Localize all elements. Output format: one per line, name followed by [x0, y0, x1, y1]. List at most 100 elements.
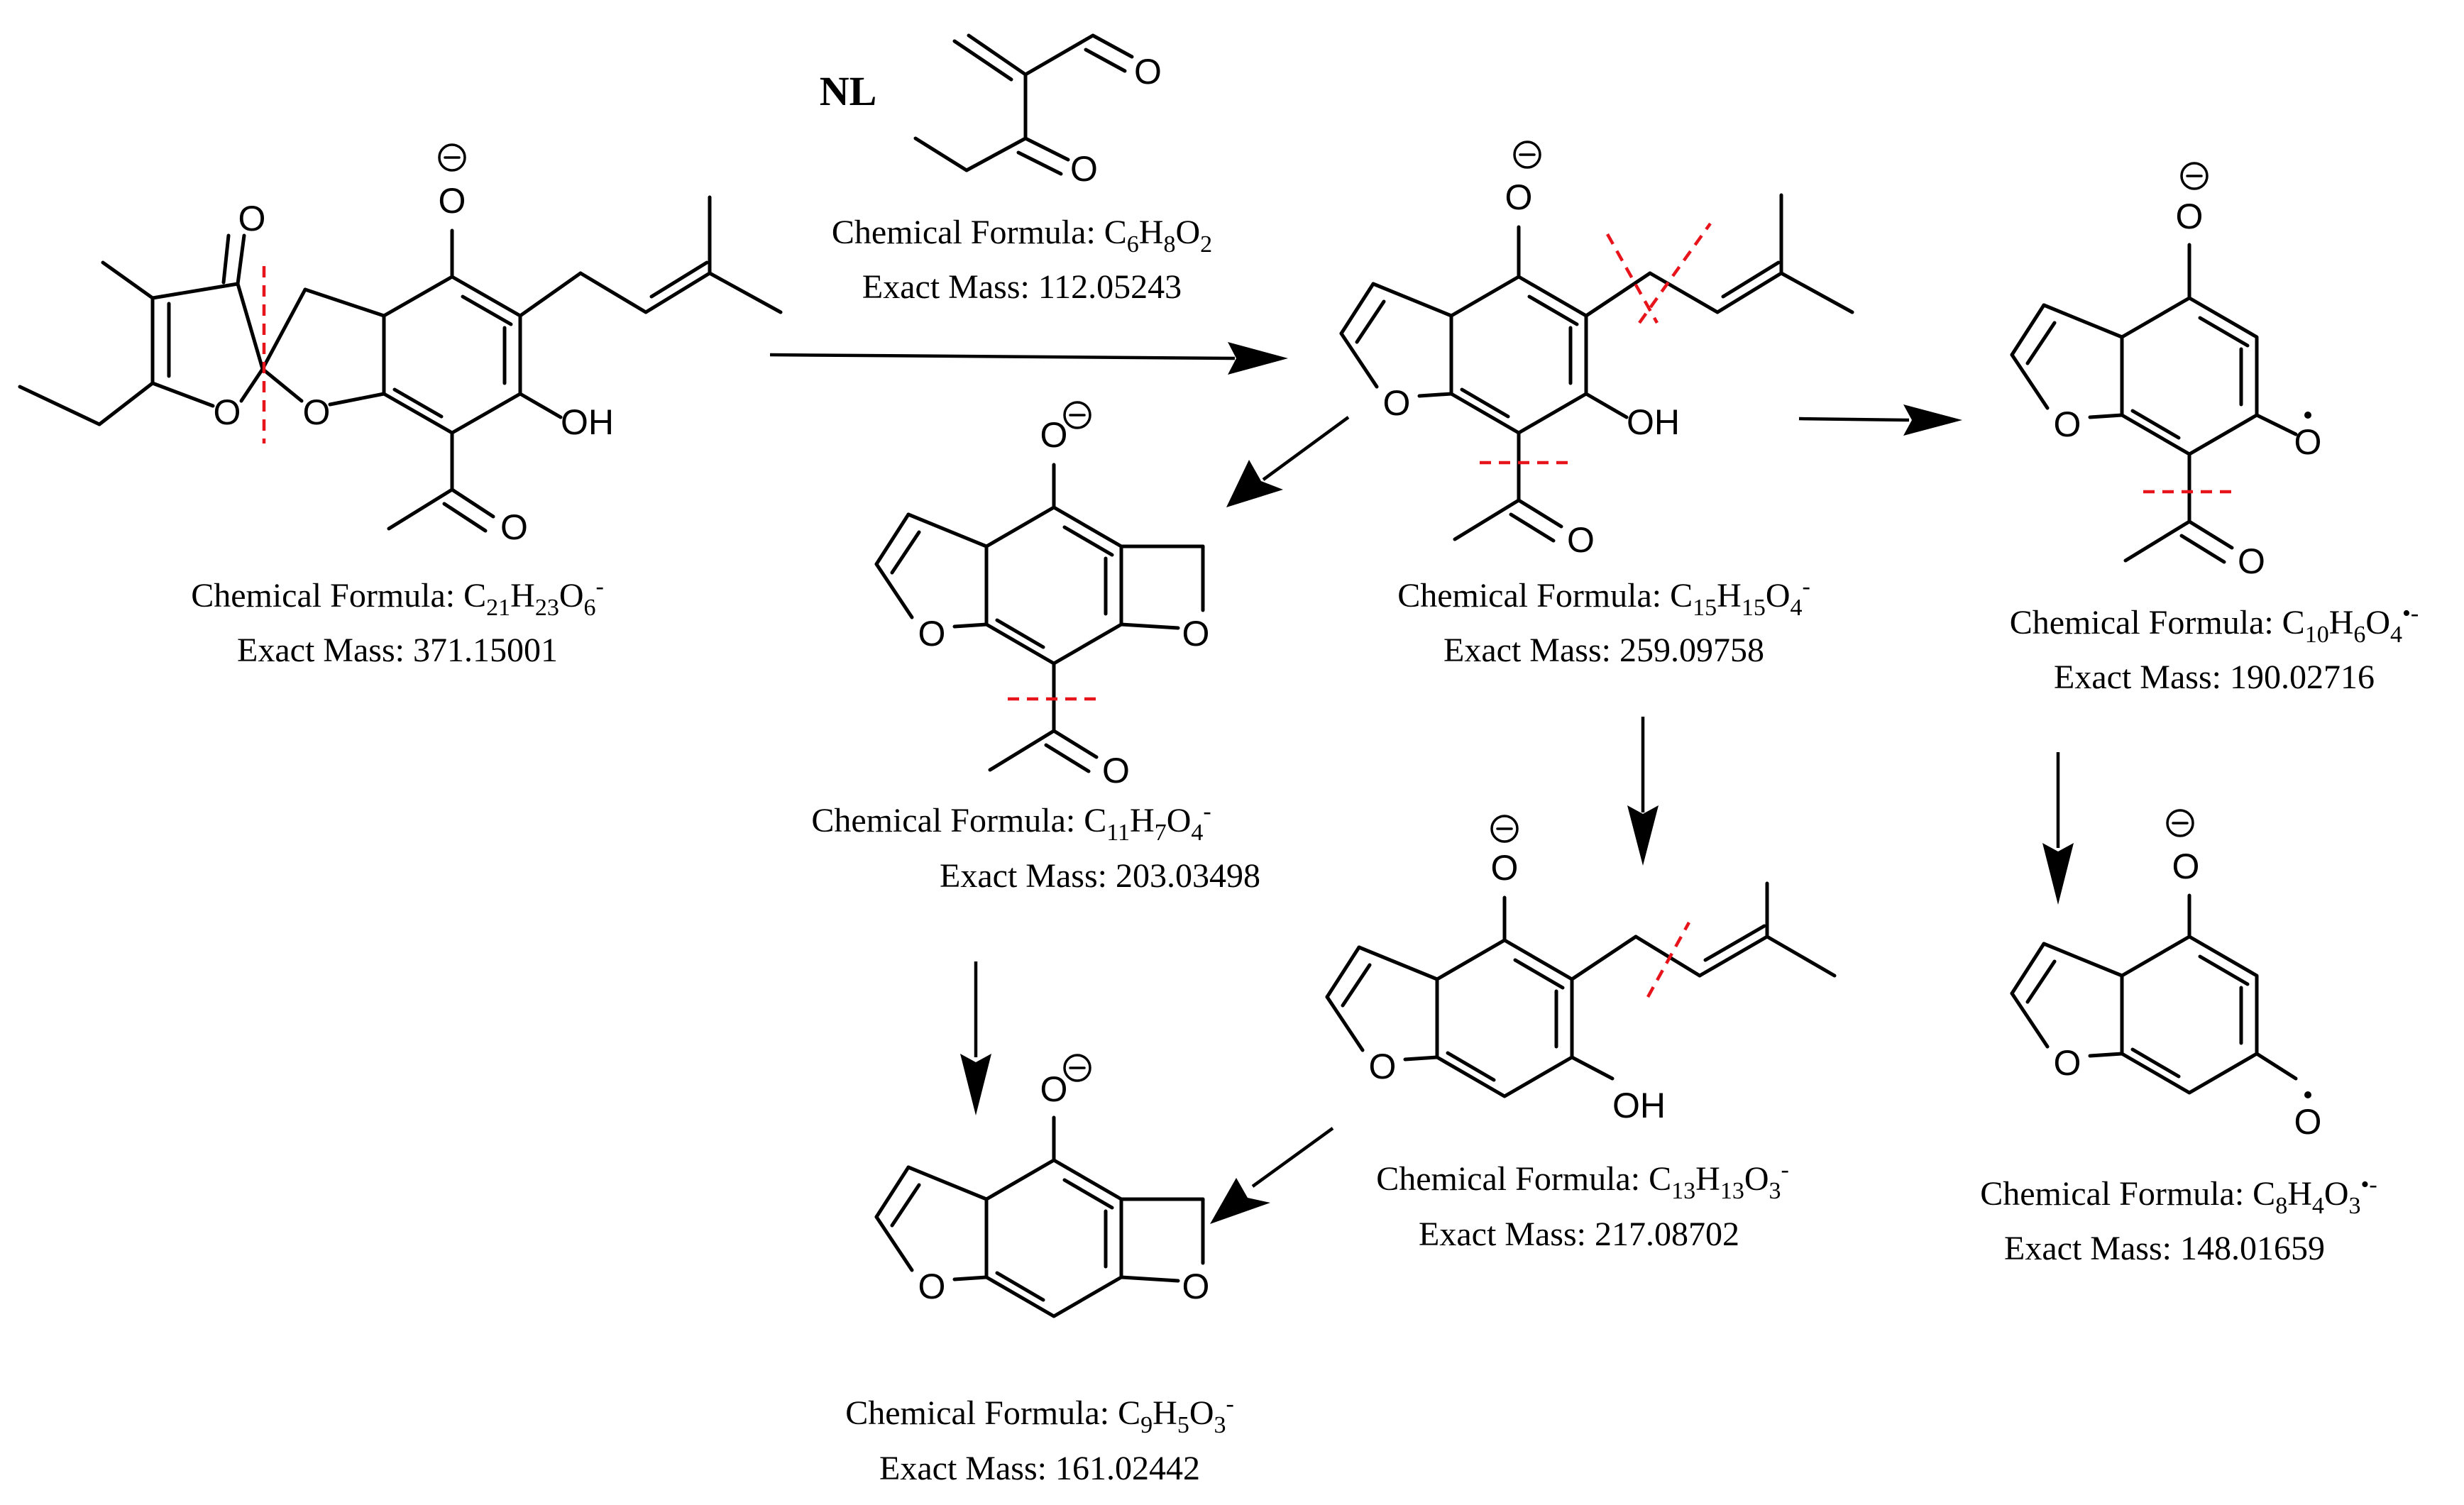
- ring-oxygen-label: O: [303, 392, 331, 432]
- compound-label-formula: Chemical Formula: C9H5O3-: [845, 1391, 1234, 1438]
- formula-subscript: 4: [1790, 595, 1802, 621]
- oxetane-oxygen-label: O: [1182, 614, 1210, 654]
- aldehyde-oxygen-label: O: [1134, 52, 1162, 92]
- oxetane-oxygen-label: O: [1182, 1267, 1210, 1306]
- compound-label-formula: Chemical Formula: C13H13O3-: [1376, 1157, 1789, 1204]
- formula-subscript: 11: [1106, 820, 1130, 846]
- formula-element: C: [1670, 577, 1693, 614]
- formula-subscript: 4: [2312, 1193, 2324, 1219]
- formula-subscript: 7: [1155, 820, 1167, 846]
- phenolate-oxygen-label: O: [2172, 847, 2200, 886]
- negative-charge-icon: [2166, 809, 2194, 837]
- formula-element: O: [559, 577, 584, 614]
- hydroxyl-label: OH: [561, 402, 614, 442]
- formula-element: H: [1717, 577, 1742, 614]
- carbonyl-oxygen-label: O: [1567, 520, 1595, 560]
- compound-label-formula: Chemical Formula: C8H4O3•-: [1980, 1172, 2377, 1219]
- furan-oxygen-label: O: [918, 1267, 946, 1306]
- formula-subscript: 21: [486, 595, 510, 621]
- formula-subscript: 2: [1200, 231, 1212, 258]
- arrow-217-to-161: [1251, 1127, 1334, 1188]
- negative-charge-icon: [1513, 140, 1541, 169]
- formula-subscript: 6: [583, 595, 595, 621]
- hydroxyl-label: OH: [1627, 402, 1680, 442]
- carbonyl-oxygen-label: O: [500, 507, 528, 547]
- formula-prefix: Chemical Formula:: [191, 577, 463, 614]
- formula-subscript: 3: [1214, 1412, 1226, 1438]
- formula-element: O: [1167, 802, 1192, 839]
- formula-charge: •-: [2402, 600, 2419, 627]
- formula-subscript: 6: [2353, 622, 2365, 648]
- negative-charge-icon: [1063, 1054, 1091, 1082]
- formula-element: O: [2324, 1175, 2349, 1213]
- formula-prefix: Chemical Formula:: [845, 1394, 1118, 1432]
- furan-oxygen-label: O: [918, 614, 946, 654]
- arrow-precursor-to-259: [769, 353, 1236, 360]
- formula-prefix: Chemical Formula:: [1397, 577, 1670, 614]
- radical-oxygen-label: O: [2294, 422, 2322, 462]
- compound-label-formula: Chemical Formula: C11H7O4-: [811, 798, 1211, 846]
- phenolate-oxygen-label: O: [2176, 197, 2204, 236]
- formula-element: O: [1766, 577, 1791, 614]
- formula-element: H: [2329, 604, 2354, 641]
- formula-element: H: [1139, 214, 1164, 251]
- ketone-oxygen-label: O: [1070, 149, 1098, 189]
- formula-element: O: [1175, 214, 1200, 251]
- carbonyl-oxygen-label: O: [2238, 541, 2265, 581]
- neutral-loss-structure: NL O O: [820, 33, 1162, 189]
- fragment-217-structure: O O OH: [1325, 815, 1837, 1125]
- formula-subscript: 4: [1191, 820, 1203, 846]
- compound-label-mass: Exact Mass: 190.02716: [2054, 658, 2375, 696]
- formula-charge: •-: [2361, 1172, 2377, 1198]
- formula-element: O: [2365, 604, 2390, 641]
- formula-subscript: 4: [2390, 622, 2402, 648]
- formula-element: O: [1744, 1160, 1769, 1198]
- carbonyl-oxygen-label: O: [238, 199, 266, 238]
- ring-oxygen-label: O: [214, 392, 241, 432]
- furan-oxygen-label: O: [1369, 1047, 1397, 1086]
- negative-charge-icon: [1063, 401, 1091, 429]
- formula-element: C: [1649, 1160, 1671, 1198]
- compound-label-formula: Chemical Formula: C10H6O4•-: [2010, 600, 2419, 648]
- furan-oxygen-label: O: [2054, 1043, 2081, 1083]
- fragment-259-structure: O O OH O: [1339, 140, 1854, 560]
- formula-element: H: [1153, 1394, 1177, 1432]
- formula-subscript: 15: [1693, 595, 1717, 621]
- neutral-loss-tag: NL: [820, 68, 877, 114]
- phenolate-oxygen-label: O: [1040, 415, 1068, 455]
- furan-oxygen-label: O: [1383, 383, 1411, 423]
- formula-subscript: 3: [2349, 1193, 2361, 1219]
- compound-label-mass: Exact Mass: 161.02442: [879, 1450, 1200, 1487]
- neutral-loss-mass: Exact Mass: 112.05243: [862, 268, 1182, 306]
- formula-charge: -: [1781, 1157, 1788, 1183]
- formula-prefix: Chemical Formula:: [1980, 1175, 2253, 1213]
- radical-dot-icon: [2304, 1091, 2311, 1098]
- compound-label-formula: Chemical Formula: C15H15O4-: [1397, 573, 1810, 621]
- precursor-structure: O O O O OH O: [18, 143, 783, 547]
- fragment-203-structure: O O O O: [874, 401, 1210, 790]
- formula-subscript: 10: [2305, 622, 2329, 648]
- formula-element: C: [1118, 1394, 1140, 1432]
- compound-label-mass: Exact Mass: 203.03498: [940, 857, 1260, 895]
- phenolate-oxygen-label: O: [1040, 1069, 1068, 1109]
- formula-subscript: 13: [1671, 1178, 1695, 1204]
- formula-prefix: Chemical Formula:: [1376, 1160, 1649, 1198]
- negative-charge-icon: [2180, 162, 2209, 190]
- formula-element: C: [1084, 802, 1106, 839]
- formula-element: H: [2287, 1175, 2312, 1213]
- hydroxyl-label: OH: [1612, 1086, 1666, 1125]
- fragment-190-structure: O O O O: [2010, 162, 2322, 581]
- phenolate-oxygen-label: O: [1505, 177, 1533, 217]
- compound-label-mass: Exact Mass: 148.01659: [2004, 1230, 2325, 1267]
- formula-charge: -: [1226, 1391, 1233, 1417]
- arrow-259-to-190: [1798, 417, 1910, 422]
- radical-dot-icon: [2304, 412, 2311, 419]
- neutral-loss-formula: Chemical Formula: C6H8O2: [832, 214, 1212, 258]
- formula-element: C: [2253, 1175, 2275, 1213]
- fragment-148-structure: O O O: [2010, 809, 2322, 1142]
- formula-prefix: Chemical Formula:: [2010, 604, 2282, 641]
- formula-subscript: 8: [2275, 1193, 2287, 1219]
- formula-subscript: 13: [1720, 1178, 1744, 1204]
- radical-oxygen-label: O: [2294, 1102, 2322, 1142]
- formula-prefix: Chemical Formula:: [811, 802, 1084, 839]
